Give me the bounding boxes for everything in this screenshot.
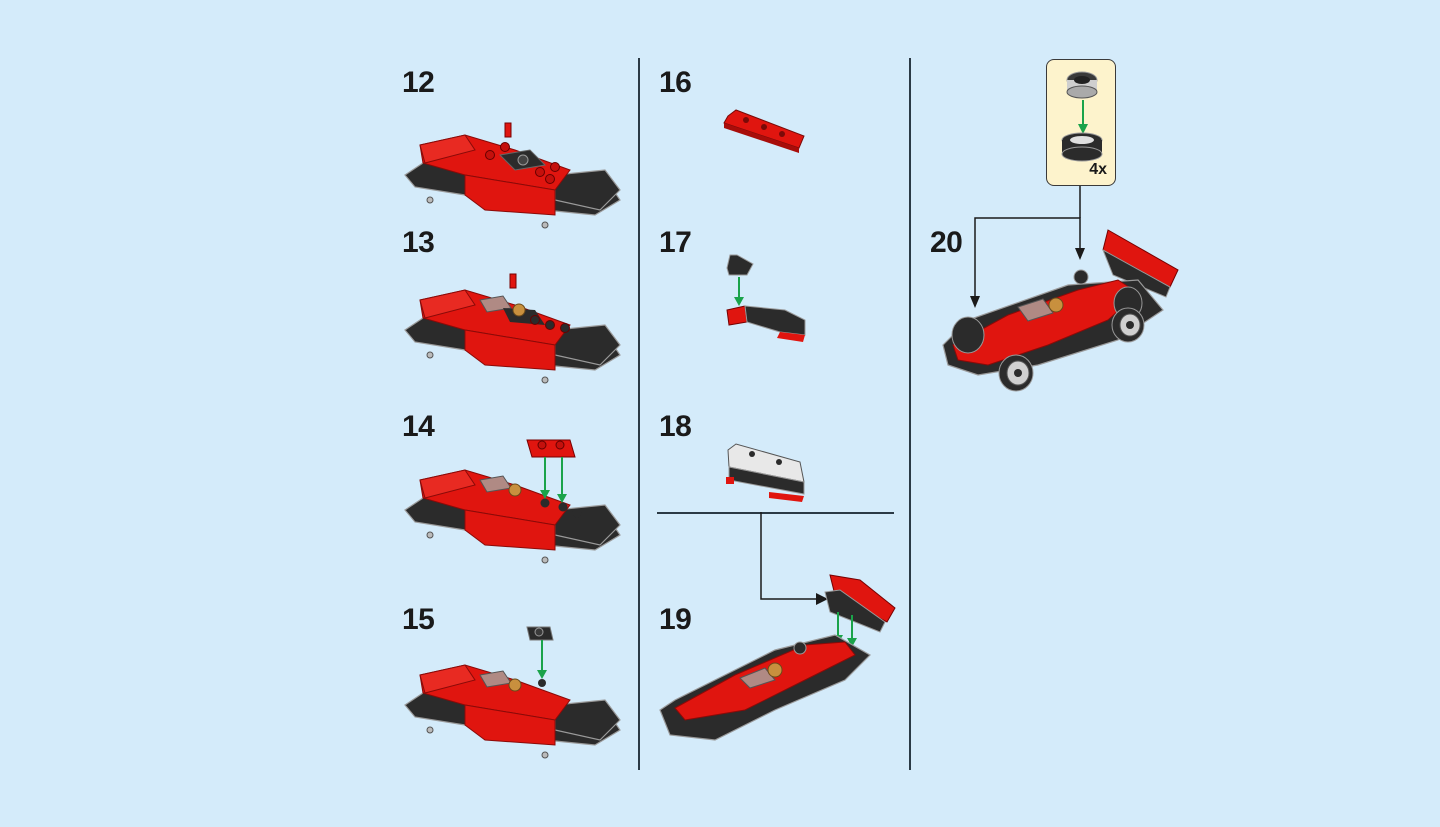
step-number-14: 14 — [402, 410, 435, 443]
green-arrow-icon — [1078, 100, 1088, 134]
step-number-16: 16 — [659, 66, 692, 99]
step-19-illustration — [659, 574, 896, 741]
step-number-12: 12 — [402, 66, 435, 99]
wheel-rim-icon — [1066, 71, 1098, 99]
step-14-illustration — [404, 439, 621, 564]
step-12-illustration — [404, 122, 621, 229]
step-17-illustration — [726, 254, 806, 342]
front-right-wheel — [998, 354, 1034, 392]
column-divider-left — [638, 58, 640, 770]
quantity-label: 4x — [1089, 161, 1107, 178]
tire-icon — [1061, 132, 1103, 162]
step-number-19: 19 — [659, 603, 692, 636]
step-number-20: 20 — [930, 226, 963, 259]
step-divider-18-19 — [657, 512, 894, 514]
front-left-wheel — [951, 316, 985, 354]
step-19-connector-arrow — [760, 512, 828, 605]
step-18-illustration — [726, 443, 805, 502]
column-divider-right — [909, 58, 911, 770]
parts-callout: 4x — [1046, 59, 1116, 186]
rear-right-wheel — [1111, 307, 1145, 343]
step-20-illustration — [942, 229, 1179, 392]
step-number-17: 17 — [659, 226, 692, 259]
step-number-15: 15 — [402, 603, 435, 636]
step-16-illustration — [723, 109, 805, 153]
step-number-13: 13 — [402, 226, 435, 259]
step-number-18: 18 — [659, 410, 692, 443]
step-13-illustration — [404, 273, 621, 384]
step-20-connector-arrows — [970, 186, 1085, 308]
step-15-illustration — [404, 626, 621, 759]
